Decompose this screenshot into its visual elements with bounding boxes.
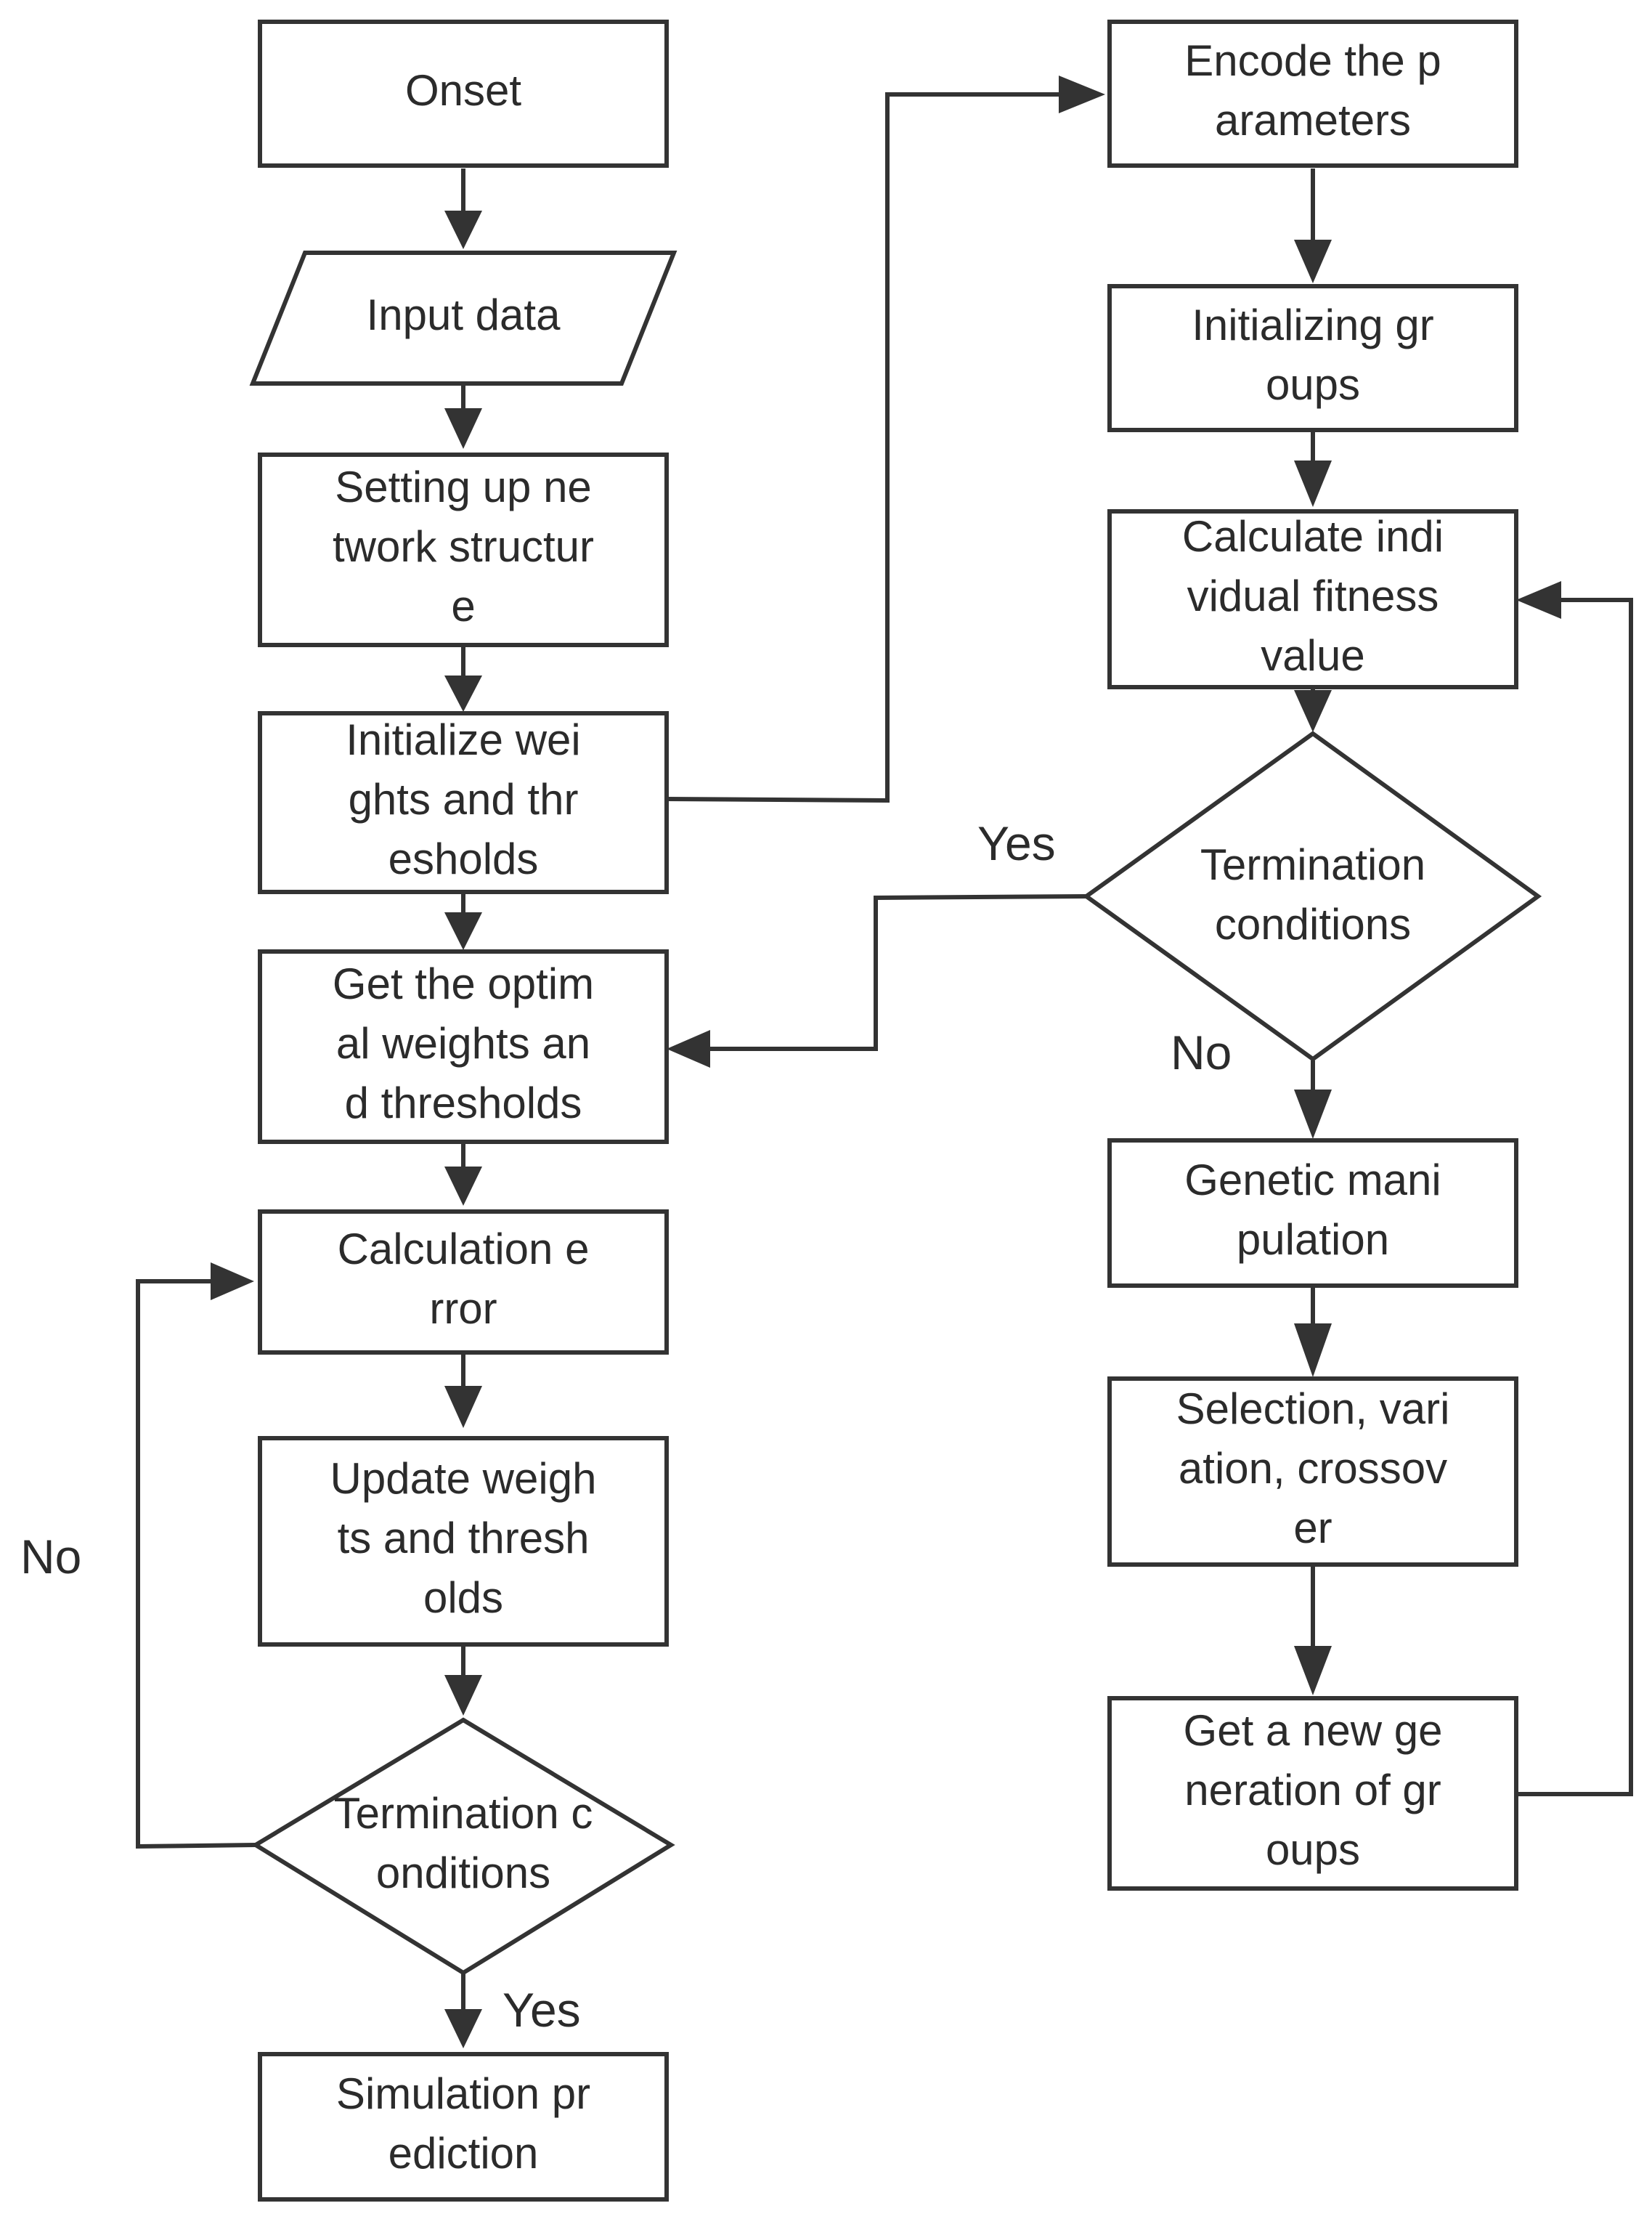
io-parallelogram bbox=[249, 251, 678, 386]
arrowhead bbox=[1059, 76, 1105, 113]
arrowhead bbox=[444, 676, 482, 712]
node-genetic: Genetic mani pulation bbox=[1107, 1138, 1518, 1288]
node-simulation: Simulation pr ediction bbox=[258, 2052, 669, 2202]
edge-init-to-encode bbox=[666, 92, 1067, 803]
process-box bbox=[258, 1209, 669, 1355]
node-calc-fitness: Calculate indi vidual fitness value bbox=[1107, 509, 1518, 689]
node-label-line: Calculate indi bbox=[1182, 512, 1444, 561]
node-label-line: Genetic mani bbox=[1184, 1156, 1441, 1204]
node-label-line: Get a new ge bbox=[1184, 1706, 1443, 1755]
node-label-line: arameters bbox=[1215, 96, 1411, 145]
process-box bbox=[1107, 1696, 1518, 1891]
right-yes-label: Yes bbox=[977, 816, 1056, 870]
node-label-line: er bbox=[1293, 1504, 1332, 1552]
node-label-line: Onset bbox=[405, 66, 521, 115]
node-input-data: Input data bbox=[249, 251, 678, 386]
arrowhead bbox=[211, 1262, 254, 1300]
node-label-line: vidual fitness bbox=[1187, 572, 1439, 620]
arrowhead bbox=[444, 408, 482, 449]
edge-newgen-loop bbox=[1515, 598, 1633, 1796]
left-yes-label: Yes bbox=[502, 1983, 581, 2037]
node-label-line: Termination bbox=[1200, 840, 1425, 889]
node-optimal-weights: Get the optim al weights an d thresholds bbox=[258, 949, 669, 1144]
arrowhead bbox=[1294, 690, 1332, 732]
node-selection: Selection, vari ation, crossov er bbox=[1107, 1376, 1518, 1567]
arrowhead bbox=[1294, 1090, 1332, 1139]
node-label-line: Initializing gr bbox=[1192, 301, 1434, 349]
right-no-label: No bbox=[1171, 1026, 1232, 1079]
node-calc-error: Calculation e rror bbox=[258, 1209, 669, 1355]
node-label-line: ghts and thr bbox=[349, 775, 579, 824]
node-encode-params: Encode the p arameters bbox=[1107, 20, 1518, 168]
node-label-line: ts and thresh bbox=[338, 1514, 590, 1562]
arrowhead bbox=[444, 2009, 482, 2048]
node-label-line: Get the optim bbox=[333, 960, 594, 1008]
node-label-line: twork structur bbox=[333, 522, 594, 571]
node-label-line: onditions bbox=[376, 1849, 550, 1897]
left-no-label: No bbox=[20, 1530, 81, 1583]
node-label-line: Termination c bbox=[334, 1789, 593, 1838]
arrowhead bbox=[1294, 240, 1332, 283]
decision-diamond bbox=[1082, 731, 1542, 1062]
arrowhead bbox=[1294, 461, 1332, 507]
node-label-line: e bbox=[451, 582, 475, 630]
process-box bbox=[258, 2052, 669, 2202]
node-label-line: esholds bbox=[388, 835, 539, 883]
node-label-line: olds bbox=[423, 1573, 503, 1622]
process-box bbox=[1107, 1138, 1518, 1288]
process-box bbox=[1107, 1376, 1518, 1567]
flowchart-edges bbox=[136, 76, 1633, 2048]
node-term-right: Termination conditions bbox=[1082, 731, 1542, 1062]
node-label-line: ediction bbox=[388, 2129, 539, 2178]
node-label-line: Update weigh bbox=[330, 1454, 597, 1503]
edge-term-left-no-loop bbox=[136, 1279, 256, 1849]
node-label-line: neration of gr bbox=[1184, 1766, 1441, 1814]
node-label-line: al weights an bbox=[336, 1019, 590, 1068]
node-label-line: Encode the p bbox=[1184, 36, 1441, 85]
process-box bbox=[1107, 509, 1518, 689]
node-label-line: oups bbox=[1266, 360, 1360, 409]
process-box bbox=[1107, 20, 1518, 168]
node-label-line: ation, crossov bbox=[1179, 1444, 1447, 1493]
node-label-line: Input data bbox=[367, 291, 561, 339]
node-label-line: rror bbox=[429, 1284, 497, 1333]
node-label-line: Selection, vari bbox=[1176, 1384, 1450, 1433]
process-box bbox=[258, 711, 669, 894]
arrowhead bbox=[444, 1675, 482, 1716]
node-update-weights: Update weigh ts and thresh olds bbox=[258, 1436, 669, 1647]
node-label-line: value bbox=[1261, 631, 1364, 680]
decision-diamond bbox=[251, 1717, 675, 1976]
node-term-left: Termination c onditions bbox=[251, 1717, 675, 1976]
arrowhead bbox=[1516, 581, 1561, 619]
arrowhead bbox=[444, 912, 482, 950]
process-box bbox=[258, 453, 669, 647]
flowchart-edge-labels: No Yes Yes No bbox=[20, 816, 1232, 2037]
node-onset: Onset bbox=[258, 20, 669, 168]
node-label-line: Calculation e bbox=[338, 1225, 590, 1273]
process-box bbox=[258, 949, 669, 1144]
arrowhead bbox=[444, 1386, 482, 1428]
node-label-line: oups bbox=[1266, 1825, 1360, 1874]
node-label-line: Initialize wei bbox=[346, 715, 580, 764]
process-box bbox=[258, 1436, 669, 1647]
arrowhead bbox=[1294, 1646, 1332, 1695]
node-label-line: Setting up ne bbox=[335, 463, 592, 511]
arrowhead bbox=[444, 211, 482, 249]
node-setup-network: Setting up ne twork structur e bbox=[258, 453, 669, 647]
node-label-line: pulation bbox=[1237, 1215, 1389, 1264]
node-init-weights: Initialize wei ghts and thr esholds bbox=[258, 711, 669, 894]
arrowhead bbox=[1294, 1323, 1332, 1377]
node-label-line: conditions bbox=[1215, 900, 1411, 949]
node-new-generation: Get a new ge neration of gr oups bbox=[1107, 1696, 1518, 1891]
process-box bbox=[1107, 284, 1518, 432]
node-label-line: Simulation pr bbox=[336, 2069, 590, 2118]
arrowhead bbox=[444, 1167, 482, 1206]
node-init-groups: Initializing gr oups bbox=[1107, 284, 1518, 432]
node-label-line: d thresholds bbox=[345, 1079, 582, 1127]
process-box bbox=[258, 20, 669, 168]
arrowhead bbox=[667, 1030, 710, 1068]
edge-term-right-yes bbox=[703, 894, 1087, 1051]
